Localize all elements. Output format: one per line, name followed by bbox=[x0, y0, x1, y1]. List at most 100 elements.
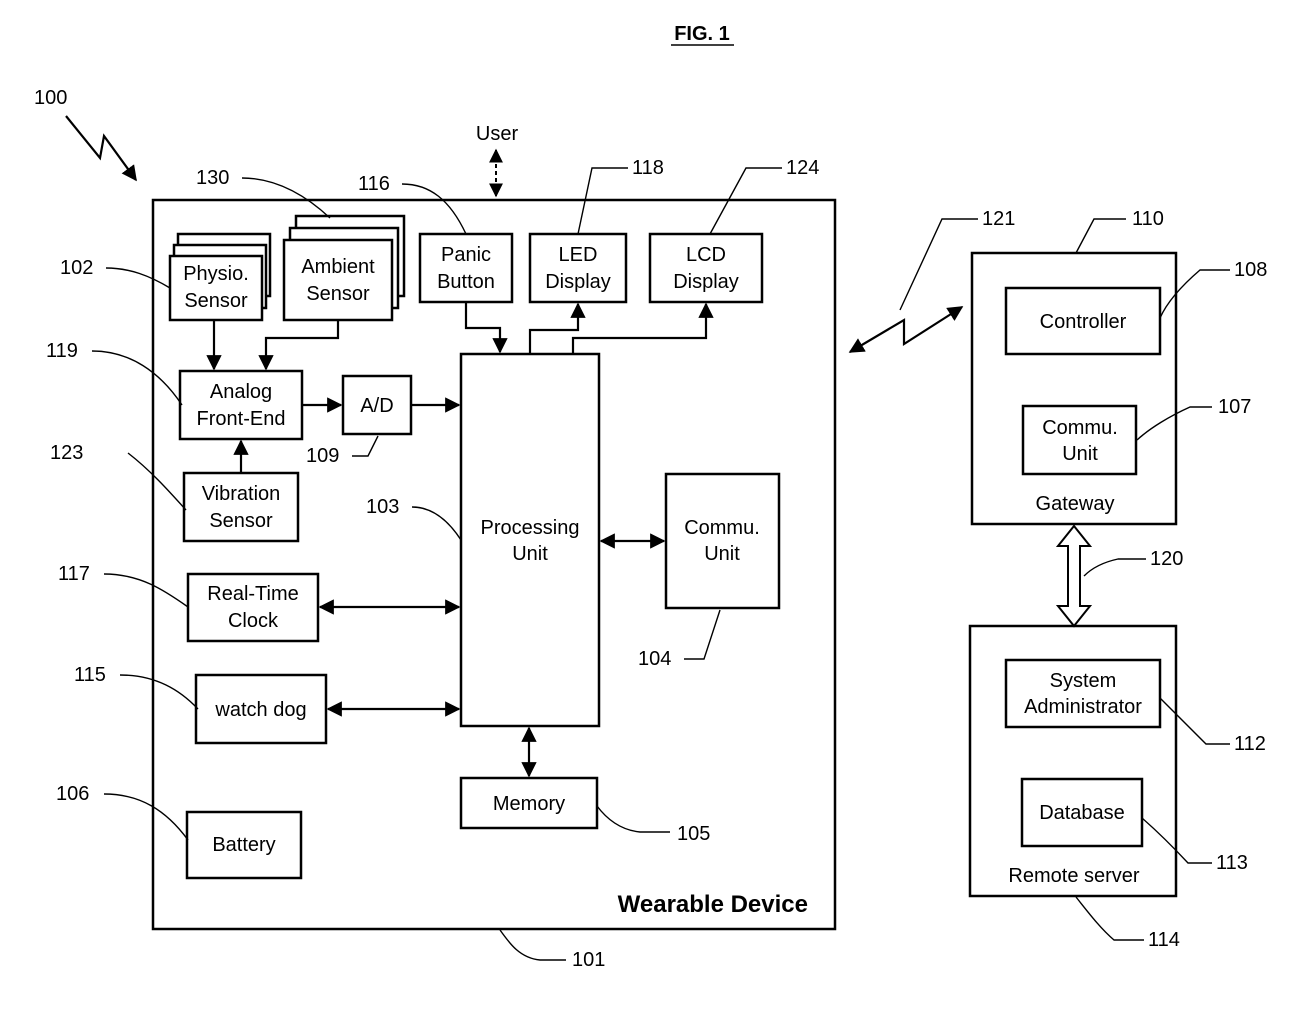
ad-converter-block: A/D bbox=[343, 376, 411, 434]
ref-102: 102 bbox=[60, 257, 93, 279]
physio-sensor-label-1: Physio. bbox=[183, 263, 249, 285]
ref-115: 115 bbox=[74, 664, 106, 686]
led-display-label-2: Display bbox=[545, 271, 611, 293]
ref-130: 130 bbox=[196, 167, 229, 189]
ref-105: 105 bbox=[677, 823, 710, 845]
ref-108: 108 bbox=[1234, 259, 1267, 281]
controller-label: Controller bbox=[1040, 311, 1127, 333]
led-display-block: LED Display bbox=[530, 234, 626, 302]
ref-100-zigzag-arrow bbox=[66, 116, 136, 180]
leader-130 bbox=[242, 178, 330, 218]
ref-100: 100 bbox=[34, 87, 67, 109]
leader-103 bbox=[412, 507, 461, 540]
leader-114 bbox=[1076, 897, 1144, 940]
ref-114: 114 bbox=[1148, 929, 1180, 951]
real-time-clock-block: Real-Time Clock bbox=[188, 574, 318, 641]
ref-120: 120 bbox=[1150, 548, 1183, 570]
processing-unit-block: Processing Unit bbox=[461, 354, 599, 726]
system-administrator-block: System Administrator bbox=[1006, 660, 1160, 727]
leader-107 bbox=[1137, 407, 1212, 440]
gateway-server-link-arrow bbox=[1058, 526, 1090, 626]
watchdog-block: watch dog bbox=[196, 675, 326, 743]
ref-117: 117 bbox=[58, 563, 90, 585]
leader-123 bbox=[128, 453, 186, 510]
sysadmin-label-2: Administrator bbox=[1024, 696, 1142, 718]
ref-121: 121 bbox=[982, 208, 1015, 230]
afe-label-1: Analog bbox=[210, 381, 272, 403]
leader-102 bbox=[106, 268, 170, 288]
sysadmin-label-1: System bbox=[1050, 670, 1117, 692]
leader-116 bbox=[402, 184, 466, 234]
leader-119 bbox=[92, 351, 182, 405]
watchdog-label: watch dog bbox=[214, 699, 306, 721]
led-display-label-1: LED bbox=[559, 244, 598, 266]
leader-108 bbox=[1160, 270, 1230, 318]
lcd-display-block: LCD Display bbox=[650, 234, 762, 302]
wireless-link-arrow bbox=[850, 307, 962, 352]
analog-front-end-block: Analog Front-End bbox=[180, 371, 302, 439]
ref-106: 106 bbox=[56, 783, 89, 805]
ref-101: 101 bbox=[572, 949, 605, 971]
user-label: User bbox=[476, 123, 519, 145]
device-commu-unit-block: Commu. Unit bbox=[666, 474, 779, 608]
leader-104 bbox=[684, 610, 720, 659]
leader-106 bbox=[104, 794, 188, 840]
processing-unit-label-1: Processing bbox=[481, 517, 580, 539]
ref-109: 109 bbox=[306, 445, 339, 467]
leader-110 bbox=[1076, 219, 1126, 253]
gateway-commu-unit-block: Commu. Unit bbox=[1023, 406, 1136, 474]
ref-112: 112 bbox=[1234, 733, 1266, 755]
database-block: Database bbox=[1022, 779, 1142, 846]
ref-119: 119 bbox=[46, 340, 78, 362]
leader-121 bbox=[900, 219, 978, 310]
vibration-sensor-block: Vibration Sensor bbox=[184, 473, 298, 541]
ad-label: A/D bbox=[360, 395, 393, 417]
ref-110: 110 bbox=[1132, 208, 1164, 230]
ref-113: 113 bbox=[1216, 852, 1248, 874]
database-label: Database bbox=[1039, 802, 1125, 824]
physio-sensor-label-2: Sensor bbox=[184, 290, 248, 312]
leader-105 bbox=[597, 806, 670, 832]
leader-120 bbox=[1084, 559, 1146, 576]
vibration-sensor-label-1: Vibration bbox=[202, 483, 281, 505]
lcd-display-label-1: LCD bbox=[686, 244, 726, 266]
gateway-label: Gateway bbox=[1036, 493, 1115, 515]
device-commu-label-1: Commu. bbox=[684, 517, 760, 539]
lcd-display-label-2: Display bbox=[673, 271, 739, 293]
wire-panic-to-processing bbox=[466, 302, 500, 352]
wire-processing-to-led bbox=[530, 304, 578, 354]
gateway-commu-label-2: Unit bbox=[1062, 443, 1098, 465]
device-commu-label-2: Unit bbox=[704, 543, 740, 565]
rtc-label-1: Real-Time bbox=[207, 583, 299, 605]
ref-124: 124 bbox=[786, 157, 819, 179]
ref-104: 104 bbox=[638, 648, 671, 670]
processing-unit-label-2: Unit bbox=[512, 543, 548, 565]
remote-server-label: Remote server bbox=[1008, 865, 1139, 887]
battery-block: Battery bbox=[187, 812, 301, 878]
physio-sensor-block: Physio. Sensor bbox=[170, 234, 270, 320]
ambient-sensor-label-1: Ambient bbox=[301, 256, 375, 278]
ref-123: 123 bbox=[50, 442, 83, 464]
wire-ambient-to-afe bbox=[266, 320, 338, 369]
panic-button-label-1: Panic bbox=[441, 244, 491, 266]
panic-button-block: Panic Button bbox=[420, 234, 512, 302]
leader-109 bbox=[352, 436, 378, 456]
ref-116: 116 bbox=[358, 173, 390, 195]
figure-title: FIG. 1 bbox=[674, 23, 730, 45]
ref-118: 118 bbox=[632, 157, 664, 179]
ambient-sensor-block: Ambient Sensor bbox=[284, 216, 404, 320]
afe-label-2: Front-End bbox=[197, 408, 286, 430]
wearable-device-label: Wearable Device bbox=[618, 891, 808, 918]
leader-115 bbox=[120, 675, 198, 709]
controller-block: Controller bbox=[1006, 288, 1160, 354]
rtc-label-2: Clock bbox=[228, 610, 279, 632]
leader-101 bbox=[500, 930, 566, 960]
vibration-sensor-label-2: Sensor bbox=[209, 510, 273, 532]
gateway-commu-label-1: Commu. bbox=[1042, 417, 1118, 439]
ambient-sensor-label-2: Sensor bbox=[306, 283, 370, 305]
battery-label: Battery bbox=[212, 834, 275, 856]
leader-117 bbox=[104, 574, 188, 607]
leader-112 bbox=[1160, 698, 1230, 744]
wire-processing-to-lcd bbox=[573, 304, 706, 354]
